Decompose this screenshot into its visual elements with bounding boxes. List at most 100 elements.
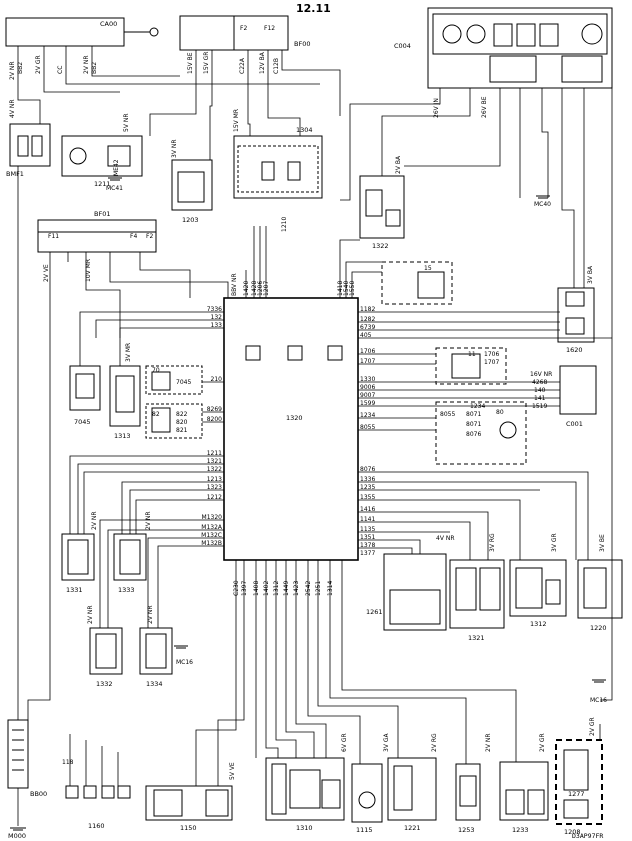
pin-label: 1330 bbox=[360, 376, 375, 383]
label-820: 820 bbox=[176, 419, 188, 426]
pin-label: C12B bbox=[273, 58, 280, 74]
component-1203 bbox=[171, 159, 213, 211]
label-bb00: BB00 bbox=[30, 790, 47, 798]
pin-label: 26V BE bbox=[481, 96, 488, 118]
pin-label: BBV NR bbox=[231, 273, 238, 296]
label-140: 140 bbox=[534, 387, 546, 394]
pin-label: 1416 bbox=[360, 506, 375, 513]
pin-label: 1312 bbox=[273, 581, 280, 596]
pin-label: 1206 bbox=[257, 281, 264, 296]
component-1220 bbox=[577, 559, 623, 619]
fuse-f12: F12 bbox=[264, 25, 275, 32]
label-1312: 1312 bbox=[530, 620, 547, 628]
label-1234b: 1234 bbox=[470, 403, 485, 410]
component-1261 bbox=[383, 553, 447, 631]
label-1160: 1160 bbox=[88, 822, 105, 830]
pin-label: 8269 bbox=[207, 406, 222, 413]
pin-label: 2V RG bbox=[431, 733, 438, 752]
fuse-f11: F11 bbox=[48, 233, 59, 240]
pin-label: M132A bbox=[201, 524, 223, 531]
pin-label: 1418 bbox=[337, 281, 344, 296]
component-1334 bbox=[139, 627, 173, 675]
label-7045b: 7045 bbox=[176, 379, 191, 386]
pin-label: 2V NR bbox=[9, 62, 16, 81]
pin-label: 2V NR bbox=[147, 606, 154, 625]
label-1150: 1150 bbox=[180, 824, 197, 832]
pin-label: 7336 bbox=[207, 306, 222, 313]
pin-label: 2542 bbox=[305, 581, 312, 596]
label-1277: 1277 bbox=[568, 790, 585, 798]
pin-label: 2V NR bbox=[145, 512, 152, 531]
pin-label: 1213 bbox=[207, 476, 222, 483]
label-c004: C004 bbox=[394, 42, 411, 50]
ecu-left-pins: 7336132133210826982001211132113221213132… bbox=[201, 306, 223, 547]
pin-label: BB2 bbox=[91, 62, 98, 74]
label-bf00: BF00 bbox=[294, 40, 310, 48]
pin-label: 1550 bbox=[349, 281, 356, 296]
component-1150 bbox=[145, 785, 233, 821]
pin-label: 133 bbox=[211, 322, 223, 329]
pin-label: 1423 bbox=[293, 581, 300, 596]
component-bmf1 bbox=[9, 123, 51, 167]
pin-label: 15V MR bbox=[233, 109, 240, 132]
connector-c004 bbox=[427, 7, 613, 89]
pin-label: 2V NR bbox=[83, 56, 90, 75]
pin-label: C22A bbox=[239, 57, 246, 74]
pin-label: 1351 bbox=[360, 534, 375, 541]
label-1233: 1233 bbox=[512, 826, 529, 834]
pin-label: 132 bbox=[211, 314, 223, 321]
label-1221: 1221 bbox=[404, 824, 421, 832]
label-8071b: 8071 bbox=[466, 421, 481, 428]
wire-label: 4V NR bbox=[436, 535, 455, 542]
pin-label: 3V GA bbox=[383, 733, 390, 752]
pin-label: 2V NR bbox=[91, 512, 98, 531]
pin-label: 2V GR bbox=[589, 717, 596, 736]
pin-label: 1599 bbox=[360, 400, 375, 407]
page-title: 12.11 bbox=[296, 2, 331, 15]
pin-label: 1321 bbox=[207, 458, 222, 465]
pin-label: 2V GR bbox=[35, 55, 42, 74]
label-mc16-left: MC16 bbox=[176, 659, 193, 666]
label-1707b: 1707 bbox=[484, 359, 499, 366]
pin-label: 8200 bbox=[207, 416, 222, 423]
pin-label: C230 bbox=[233, 580, 240, 596]
label-1331: 1331 bbox=[66, 586, 83, 594]
pin-label: 6V GR bbox=[341, 733, 348, 752]
label-8076b: 8076 bbox=[466, 431, 481, 438]
label-mc40: MC40 bbox=[534, 201, 551, 208]
label-70: 70 bbox=[152, 367, 160, 374]
connector-bf01 bbox=[37, 219, 157, 253]
component-1221 bbox=[387, 757, 437, 821]
label-1333: 1333 bbox=[118, 586, 135, 594]
component-1253 bbox=[455, 763, 481, 821]
pin-label: 1282 bbox=[360, 316, 375, 323]
label-1620: 1620 bbox=[566, 346, 583, 354]
component-fan-11 bbox=[435, 347, 507, 385]
label-8071: 8071 bbox=[466, 411, 481, 418]
label-141: 141 bbox=[534, 395, 546, 402]
chip-icon bbox=[245, 345, 261, 361]
pin-label: 4V NR bbox=[9, 100, 16, 119]
label-mc41: MC41 bbox=[106, 185, 123, 192]
label-1320: 1320 bbox=[286, 414, 303, 422]
component-1208 bbox=[555, 739, 603, 825]
component-1331 bbox=[61, 533, 95, 581]
pin-label: 1210 bbox=[281, 217, 288, 232]
label-7045: 7045 bbox=[74, 418, 91, 426]
pin-label: 1212 bbox=[207, 494, 222, 501]
pin-label: 405 bbox=[360, 332, 372, 339]
label-m000: M000 bbox=[8, 832, 26, 840]
pin-label: 1377 bbox=[360, 550, 375, 557]
label-821: 821 bbox=[176, 427, 188, 434]
component-1310 bbox=[265, 757, 345, 821]
key-icon bbox=[149, 27, 159, 37]
component-1233 bbox=[499, 761, 549, 821]
pin-label: BB2 bbox=[17, 62, 24, 74]
pin-label: 3V BA bbox=[587, 265, 594, 284]
label-80: 80 bbox=[496, 409, 504, 416]
label-1706b: 1706 bbox=[484, 351, 499, 358]
pin-label: 15V GR bbox=[203, 52, 210, 74]
label-1208: 1208 bbox=[564, 828, 581, 836]
pin-label: 1378 bbox=[360, 542, 375, 549]
